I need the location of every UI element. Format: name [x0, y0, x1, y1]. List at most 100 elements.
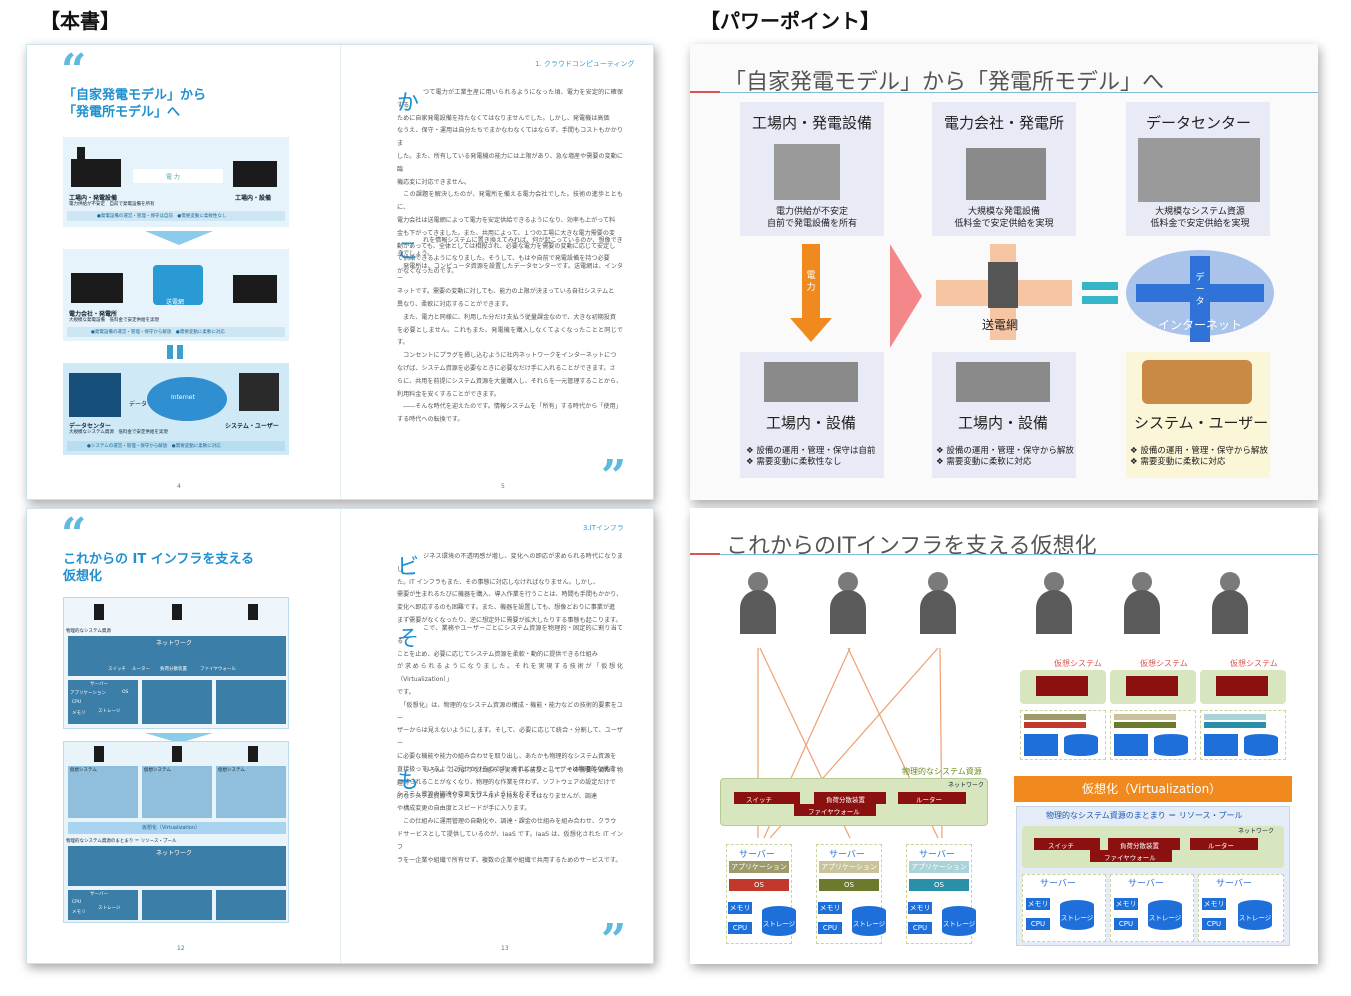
figure-physical: 物理的なシステム資源 ネットワーク スイッチ ルーター 負荷分散装置 ファイヤウ… — [63, 597, 289, 729]
slide-title: これからのITインフラを支える仮想化 — [726, 534, 1097, 559]
drop-cap: こ — [397, 239, 420, 264]
user-icon — [1212, 572, 1248, 634]
storage-label: ストレージ — [762, 920, 796, 928]
body-paragraph: れを情報システムに置き換えてみれば、何が起こっているのか、想像でき るでしょう。… — [397, 237, 623, 424]
app-tag: アプリケーション — [729, 861, 789, 873]
storage-icon: ストレージ — [1238, 900, 1272, 930]
factory-icon — [956, 362, 1050, 402]
network-label: ネットワーク — [156, 850, 193, 857]
storage-label: ストレージ — [942, 920, 976, 928]
storage-icon: ストレージ — [762, 906, 796, 936]
col1-heading: 工場内・発電設備 — [752, 114, 873, 132]
page-number-right: 5 — [501, 483, 505, 490]
vsys-app-bar — [1204, 714, 1266, 720]
col3-heading: データセンター — [1146, 114, 1252, 132]
router-device — [898, 792, 966, 804]
router-label: ルーター — [132, 667, 150, 672]
quote-open-icon: “ — [61, 45, 87, 96]
col3-bottom-heading: システム・ユーザー — [1134, 414, 1269, 432]
fig-band-text: ●システムの運営・管理・保守から解放 ●需要変動に柔軟に対応 — [87, 444, 221, 449]
memory-label: メモリ — [72, 711, 86, 716]
title-accent — [690, 553, 720, 555]
server-label: サーバー — [919, 850, 955, 860]
body-paragraph: つて電力が工業生産に用いられるようになった頃、電力を安定的に確保する ために自家… — [397, 89, 623, 276]
switch-label: スイッチ — [108, 667, 126, 672]
vsys-block — [68, 766, 138, 818]
page-number-left: 12 — [177, 945, 185, 952]
memory-tag: メモリ — [818, 902, 842, 914]
fig-band-text: ●発電設備の運営・管理・保守は自前 ●需要変動に柔軟性なし — [97, 214, 227, 219]
network-block — [68, 636, 286, 676]
data-label: データ — [1195, 273, 1205, 307]
memory-tag: メモリ — [908, 902, 932, 914]
vsys-resource — [1204, 734, 1238, 756]
os-label: OS — [122, 690, 129, 695]
storage-icon: ストレージ — [942, 906, 976, 936]
router-label: ルーター — [916, 796, 942, 804]
vsys-label: 仮想システム — [144, 768, 171, 773]
server-label: サーバー — [829, 850, 865, 860]
col1-sub: 電力供給が不安定 自前で発電設備を所有 — [766, 207, 857, 229]
chapter-label: 3.ITインフラ — [583, 524, 624, 532]
phys-label: 物理的なシステム資源 — [66, 629, 111, 634]
quote-close-icon: ” — [601, 451, 627, 502]
ppt-slide-2: これからのITインフラを支える仮想化 物理的なシステム資源 ネットワーク スイッ… — [690, 508, 1318, 964]
network-label: ネットワーク — [1238, 828, 1275, 835]
quote-close-icon: ” — [601, 915, 627, 966]
user-icon — [830, 572, 866, 634]
body-paragraph: ちろん、このような仕組みを実現する前提として、その需要を満たす物理 的なシステム… — [397, 767, 623, 864]
vsys-app-bar — [1114, 714, 1176, 720]
server-label: サーバー — [90, 892, 108, 897]
storage-icon: ストレージ — [1060, 900, 1094, 930]
vsys-devices — [1126, 676, 1178, 696]
storage-label: ストレージ — [98, 709, 121, 714]
fw-label: ファイヤウォール — [808, 808, 860, 816]
vsys-label: 仮想システム — [1140, 659, 1188, 668]
grid-label: 送電網 — [166, 299, 185, 306]
fig-label: 工場内・設備 — [235, 195, 272, 202]
server-block — [216, 680, 286, 724]
factory-icon — [71, 159, 121, 187]
figure-virtualization: 仮想システム 仮想システム 仮想システム 仮想化（Virtualization）… — [63, 741, 289, 923]
ppt-section-label: 【パワーポイント】 — [700, 9, 880, 33]
switch-device — [734, 792, 800, 804]
storage-icon: ストレージ — [1148, 900, 1182, 930]
vsys-devices — [1036, 676, 1088, 696]
virtualization-band — [1014, 776, 1292, 802]
storage-label: ストレージ — [1238, 914, 1272, 922]
drop-cap: か — [397, 91, 420, 116]
ppt-slide-1: 「自家発電モデル」から「発電所モデル」へ 工場内・発電設備 電力供給が不安定 自… — [690, 44, 1318, 500]
memory-tag: メモリ — [1114, 898, 1138, 910]
book-spread-1: “ 1. クラウドコンピューティング 「自家発電モデル」から 「発電所モデル」へ… — [26, 44, 654, 500]
network-label: ネットワーク — [948, 782, 985, 789]
grid-label: 送電網 — [982, 318, 1019, 332]
memory-tag: メモリ — [728, 902, 752, 914]
network-label: ネットワーク — [156, 640, 193, 647]
cpu-tag: CPU — [1202, 918, 1226, 930]
book-title-line2: 「発電所モデル」へ — [63, 105, 181, 120]
col2-bullets: ❖ 設備の運用・管理・保守から解放 ❖ 需要変動に柔軟に対応 — [936, 446, 1074, 467]
col3-bullets: ❖ 設備の運用・管理・保守から解放 ❖ 需要変動に柔軟に対応 — [1130, 446, 1268, 467]
vsys-block — [216, 766, 286, 818]
title-rule — [690, 92, 1318, 93]
vsys-label: 仮想システム — [1230, 659, 1278, 668]
body-paragraph: こで、業務やユーザーごとにシステム資源を物理的・固定的に割り当てる ことを止め、… — [397, 625, 623, 799]
server-label: サーバー — [739, 850, 775, 860]
title-accent — [690, 91, 720, 93]
server-label: サーバー — [1128, 879, 1164, 889]
equals-icon — [1082, 282, 1118, 290]
book-left-page — [27, 45, 341, 499]
storage-icon: ストレージ — [852, 906, 886, 936]
memory-tag: メモリ — [1202, 898, 1226, 910]
network-block — [68, 846, 286, 886]
vsys-storage — [1064, 734, 1098, 756]
page-number-left: 4 — [177, 483, 181, 490]
col1-bottom-heading: 工場内・設備 — [766, 414, 857, 432]
col2-bottom-heading: 工場内・設備 — [958, 414, 1049, 432]
virtualization-label: 仮想化（Virtualization） — [1082, 782, 1222, 796]
power-label: 電 力 — [166, 174, 180, 181]
storage-label: ストレージ — [852, 920, 886, 928]
fig-label: システム・ユーザー — [225, 423, 279, 430]
quote-open-icon: “ — [61, 509, 87, 560]
fig-band — [67, 441, 285, 451]
